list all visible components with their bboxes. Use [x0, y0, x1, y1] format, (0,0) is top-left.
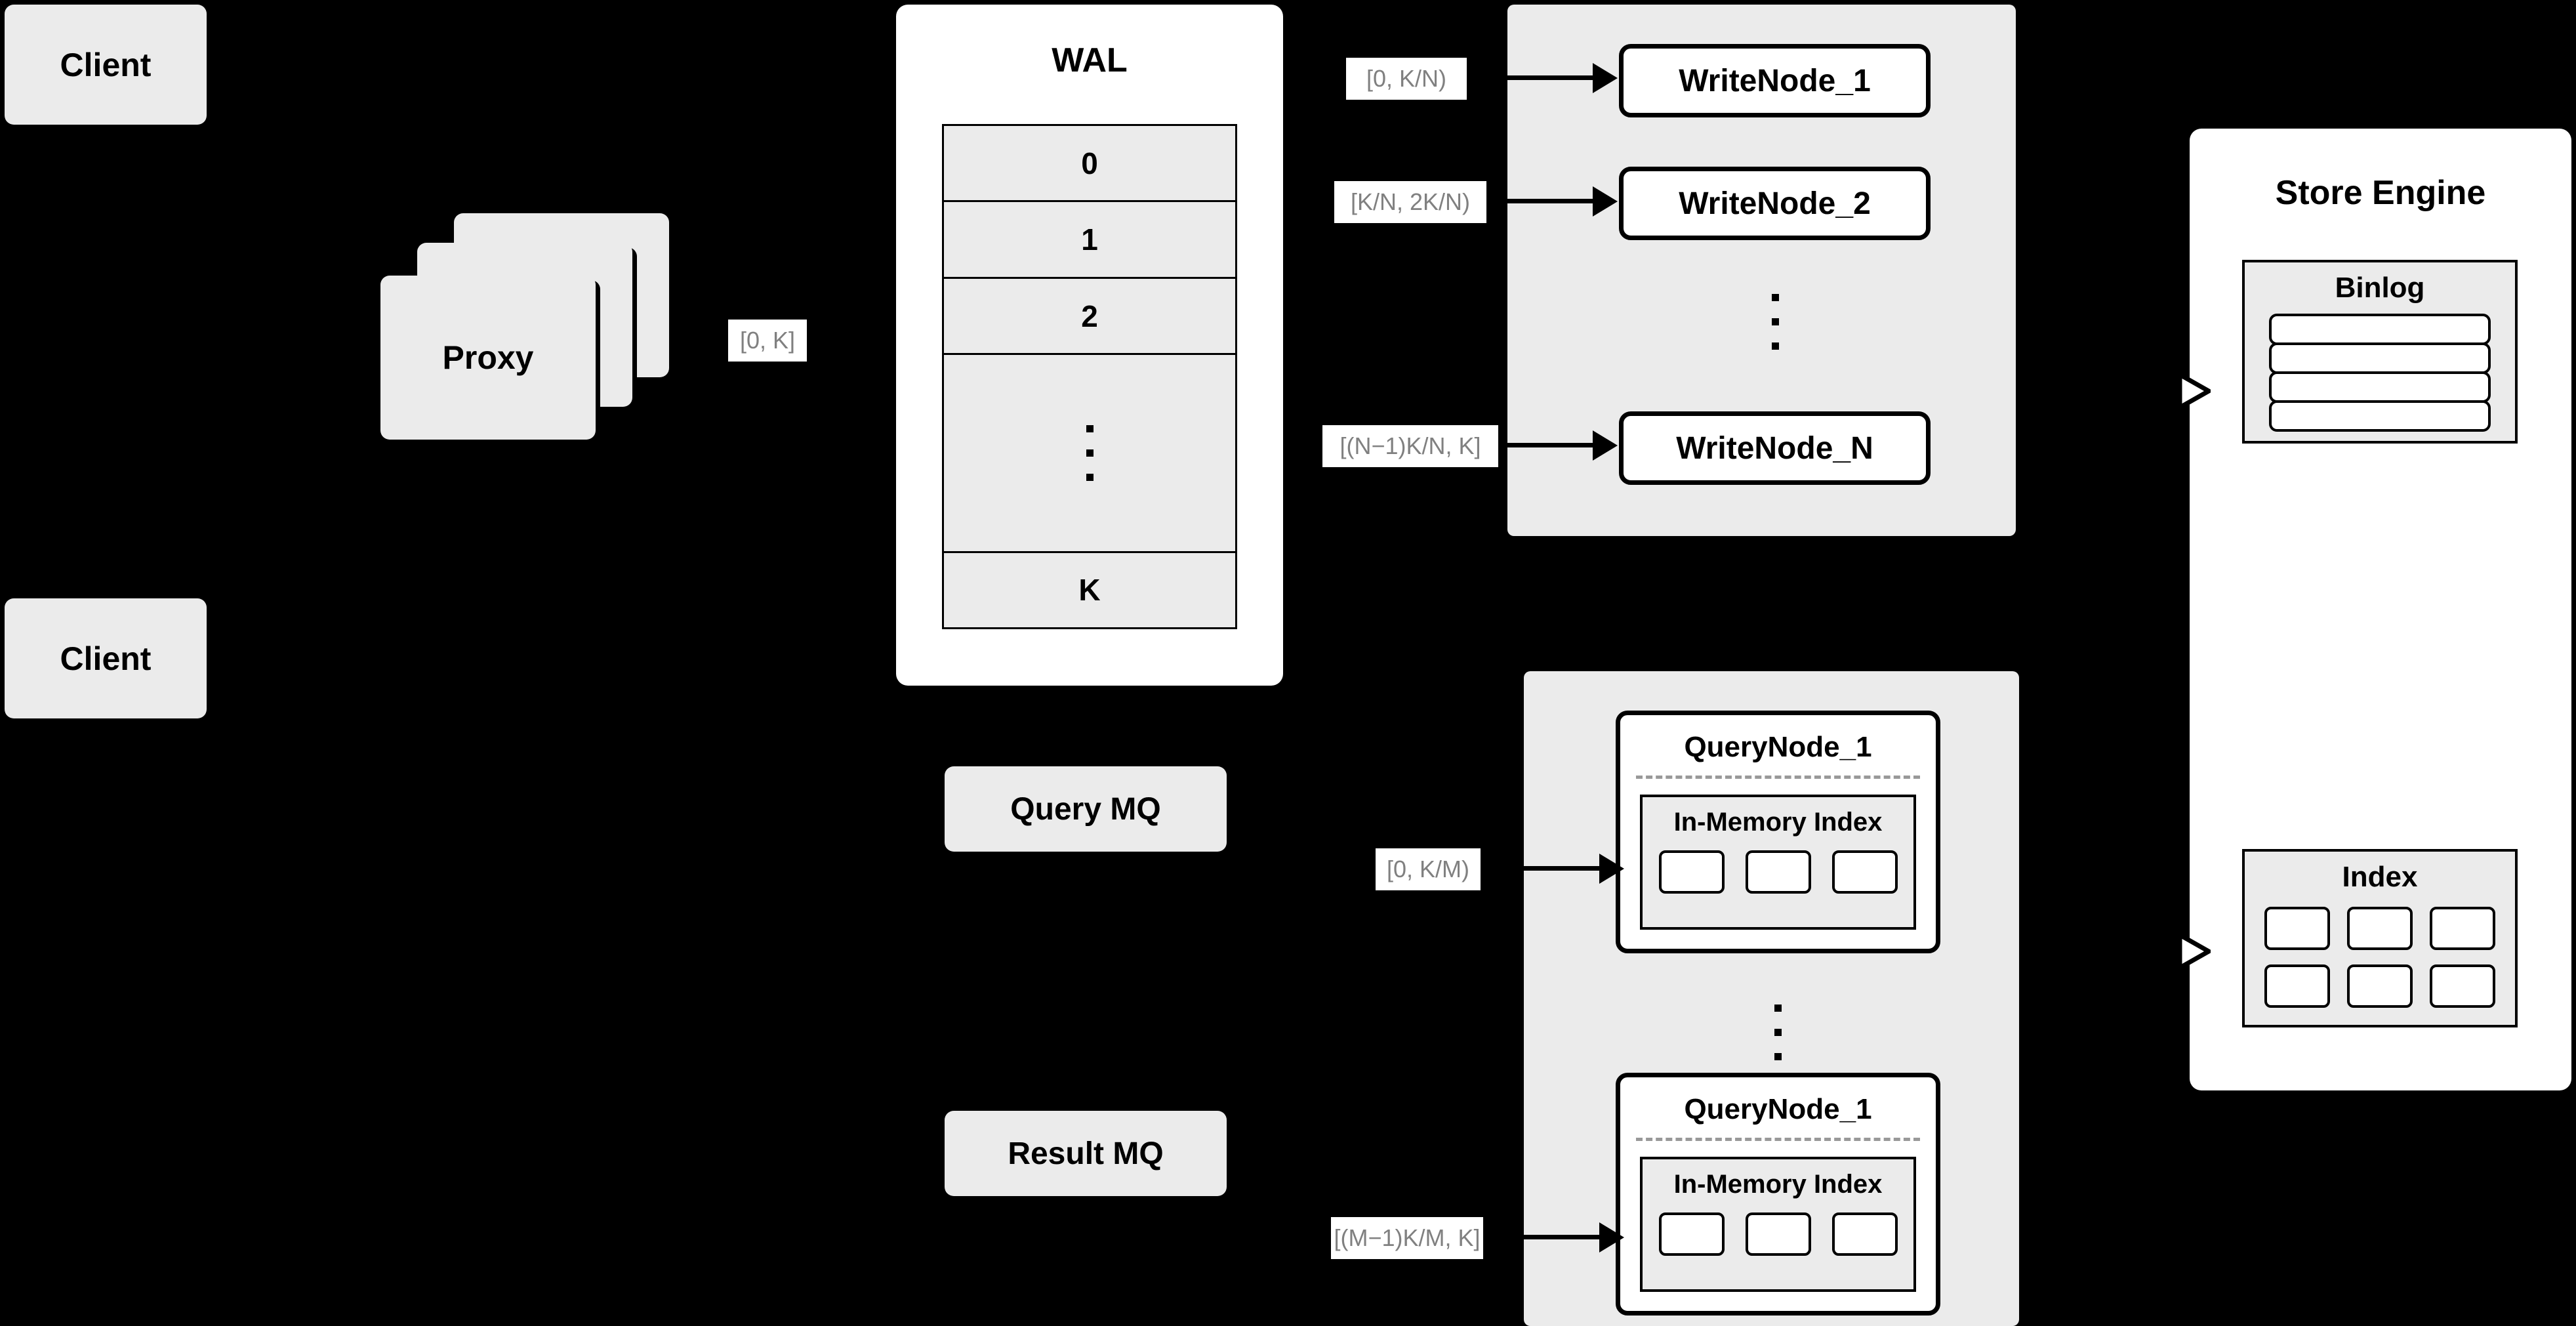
wal-row-2: 2: [944, 279, 1235, 356]
store-index-chip: [2264, 907, 2330, 950]
query-node-1-index-title: In-Memory Index: [1673, 808, 1883, 837]
query-node-1-index-chip: [1745, 850, 1811, 894]
wal-row-1: 1: [944, 202, 1235, 279]
query-node-2-index-chip: [1658, 1212, 1725, 1256]
edge-label-text: [0, K]: [739, 327, 796, 354]
write-node-n[interactable]: WriteNode_N: [1619, 411, 1931, 485]
arrow-head-to-index: [2178, 933, 2211, 970]
arrow-line-to-index: [2154, 949, 2180, 953]
store-index-panel: Index: [2242, 849, 2518, 1027]
wal-ellipsis-icon: [1086, 425, 1094, 481]
wal-row-0: 0: [944, 126, 1235, 203]
arrow-line-query-1: [1524, 866, 1599, 871]
arrow-line-write-1: [1507, 75, 1593, 80]
query-node-2-index-panel: In-Memory Index: [1640, 1157, 1916, 1292]
arrow-head-write-1: [1593, 63, 1618, 93]
edge-label-mq-to-query-m: [(M−1)K/M, K]: [1331, 1217, 1483, 1259]
write-node-1-label: WriteNode_1: [1679, 63, 1871, 98]
binlog-row: [2269, 314, 2491, 345]
write-node-ellipsis-icon: [1755, 266, 1795, 377]
arrow-head-write-2: [1593, 186, 1618, 217]
client-label-1: Client: [60, 46, 152, 83]
write-node-1[interactable]: WriteNode_1: [1619, 44, 1931, 117]
arrow-line-write-2: [1507, 199, 1593, 203]
query-mq-label: Query MQ: [1010, 791, 1161, 827]
edge-label-wal-to-write-2: [K/N, 2K/N): [1334, 181, 1486, 223]
write-node-2-label: WriteNode_2: [1679, 186, 1871, 221]
proxy-label: Proxy: [442, 339, 534, 376]
store-index-chip: [2430, 964, 2495, 1008]
store-index-chip: [2430, 907, 2495, 950]
binlog-row: [2269, 342, 2491, 374]
proxy-layer-front[interactable]: Proxy: [380, 276, 596, 440]
query-node-2-index-title: In-Memory Index: [1673, 1170, 1883, 1199]
query-node-1-index-chip: [1658, 850, 1725, 894]
binlog-title: Binlog: [2335, 272, 2425, 304]
arrow-head-query-m: [1599, 1222, 1624, 1253]
query-node-1-index-panel: In-Memory Index: [1640, 795, 1916, 930]
store-engine-title: Store Engine: [2275, 174, 2486, 212]
arrow-head-to-binlog: [2178, 373, 2211, 409]
store-index-chip: [2347, 964, 2413, 1008]
store-index-chip: [2264, 964, 2330, 1008]
store-index-chip: [2347, 907, 2413, 950]
store-engine-card[interactable]: Store Engine Binlog Index: [2190, 129, 2571, 1090]
result-mq-label: Result MQ: [1008, 1136, 1164, 1171]
query-node-2[interactable]: QueryNode_1 In-Memory Index: [1616, 1073, 1940, 1316]
arrow-line-query-m: [1524, 1235, 1599, 1239]
write-node-n-label: WriteNode_N: [1676, 430, 1873, 466]
edge-label-wal-to-write-n: [(N−1)K/N, K]: [1322, 425, 1498, 467]
edge-label-mq-to-query-1: [0, K/M): [1376, 848, 1481, 890]
wal-title: WAL: [1052, 41, 1128, 79]
client-box-1[interactable]: Client: [5, 5, 207, 125]
query-node-1-title: QueryNode_1: [1684, 731, 1872, 763]
client-label-2: Client: [60, 640, 152, 677]
wal-row-ellipsis: [944, 355, 1235, 553]
wal-table: 0 1 2 K: [942, 124, 1237, 629]
wal-card[interactable]: WAL 0 1 2 K: [896, 5, 1283, 686]
query-node-2-index-chip: [1745, 1212, 1811, 1256]
edge-label-proxy-to-wal: [0, K]: [728, 320, 807, 362]
proxy-stack[interactable]: Proxy: [380, 213, 669, 440]
query-node-1-index-chip: [1831, 850, 1898, 894]
client-box-2[interactable]: Client: [5, 598, 207, 718]
store-index-title: Index: [2342, 861, 2418, 893]
binlog-row: [2269, 400, 2491, 432]
arrow-head-query-1: [1599, 854, 1624, 884]
query-node-2-title: QueryNode_1: [1684, 1093, 1872, 1125]
arrow-line-write-n: [1507, 443, 1593, 447]
result-mq-box[interactable]: Result MQ: [945, 1111, 1227, 1196]
query-node-1[interactable]: QueryNode_1 In-Memory Index: [1616, 711, 1940, 953]
write-node-2[interactable]: WriteNode_2: [1619, 167, 1931, 240]
query-node-1-divider: [1636, 776, 1920, 779]
query-mq-box[interactable]: Query MQ: [945, 766, 1227, 852]
write-node-group: WriteNode_1 WriteNode_2 WriteNode_N: [1507, 5, 2016, 536]
binlog-panel: Binlog: [2242, 260, 2518, 444]
wal-row-k: K: [1078, 573, 1101, 608]
query-node-2-index-chip: [1831, 1212, 1898, 1256]
arrow-line-to-binlog: [2154, 388, 2180, 393]
query-node-2-divider: [1636, 1138, 1920, 1141]
edge-label-wal-to-write-1: [0, K/N): [1346, 58, 1467, 100]
binlog-row: [2269, 371, 2491, 403]
query-node-group: QueryNode_1 In-Memory Index QueryNode_1: [1524, 671, 2019, 1326]
arrow-head-write-n: [1593, 430, 1618, 461]
query-node-ellipsis-icon: [1758, 976, 1797, 1088]
